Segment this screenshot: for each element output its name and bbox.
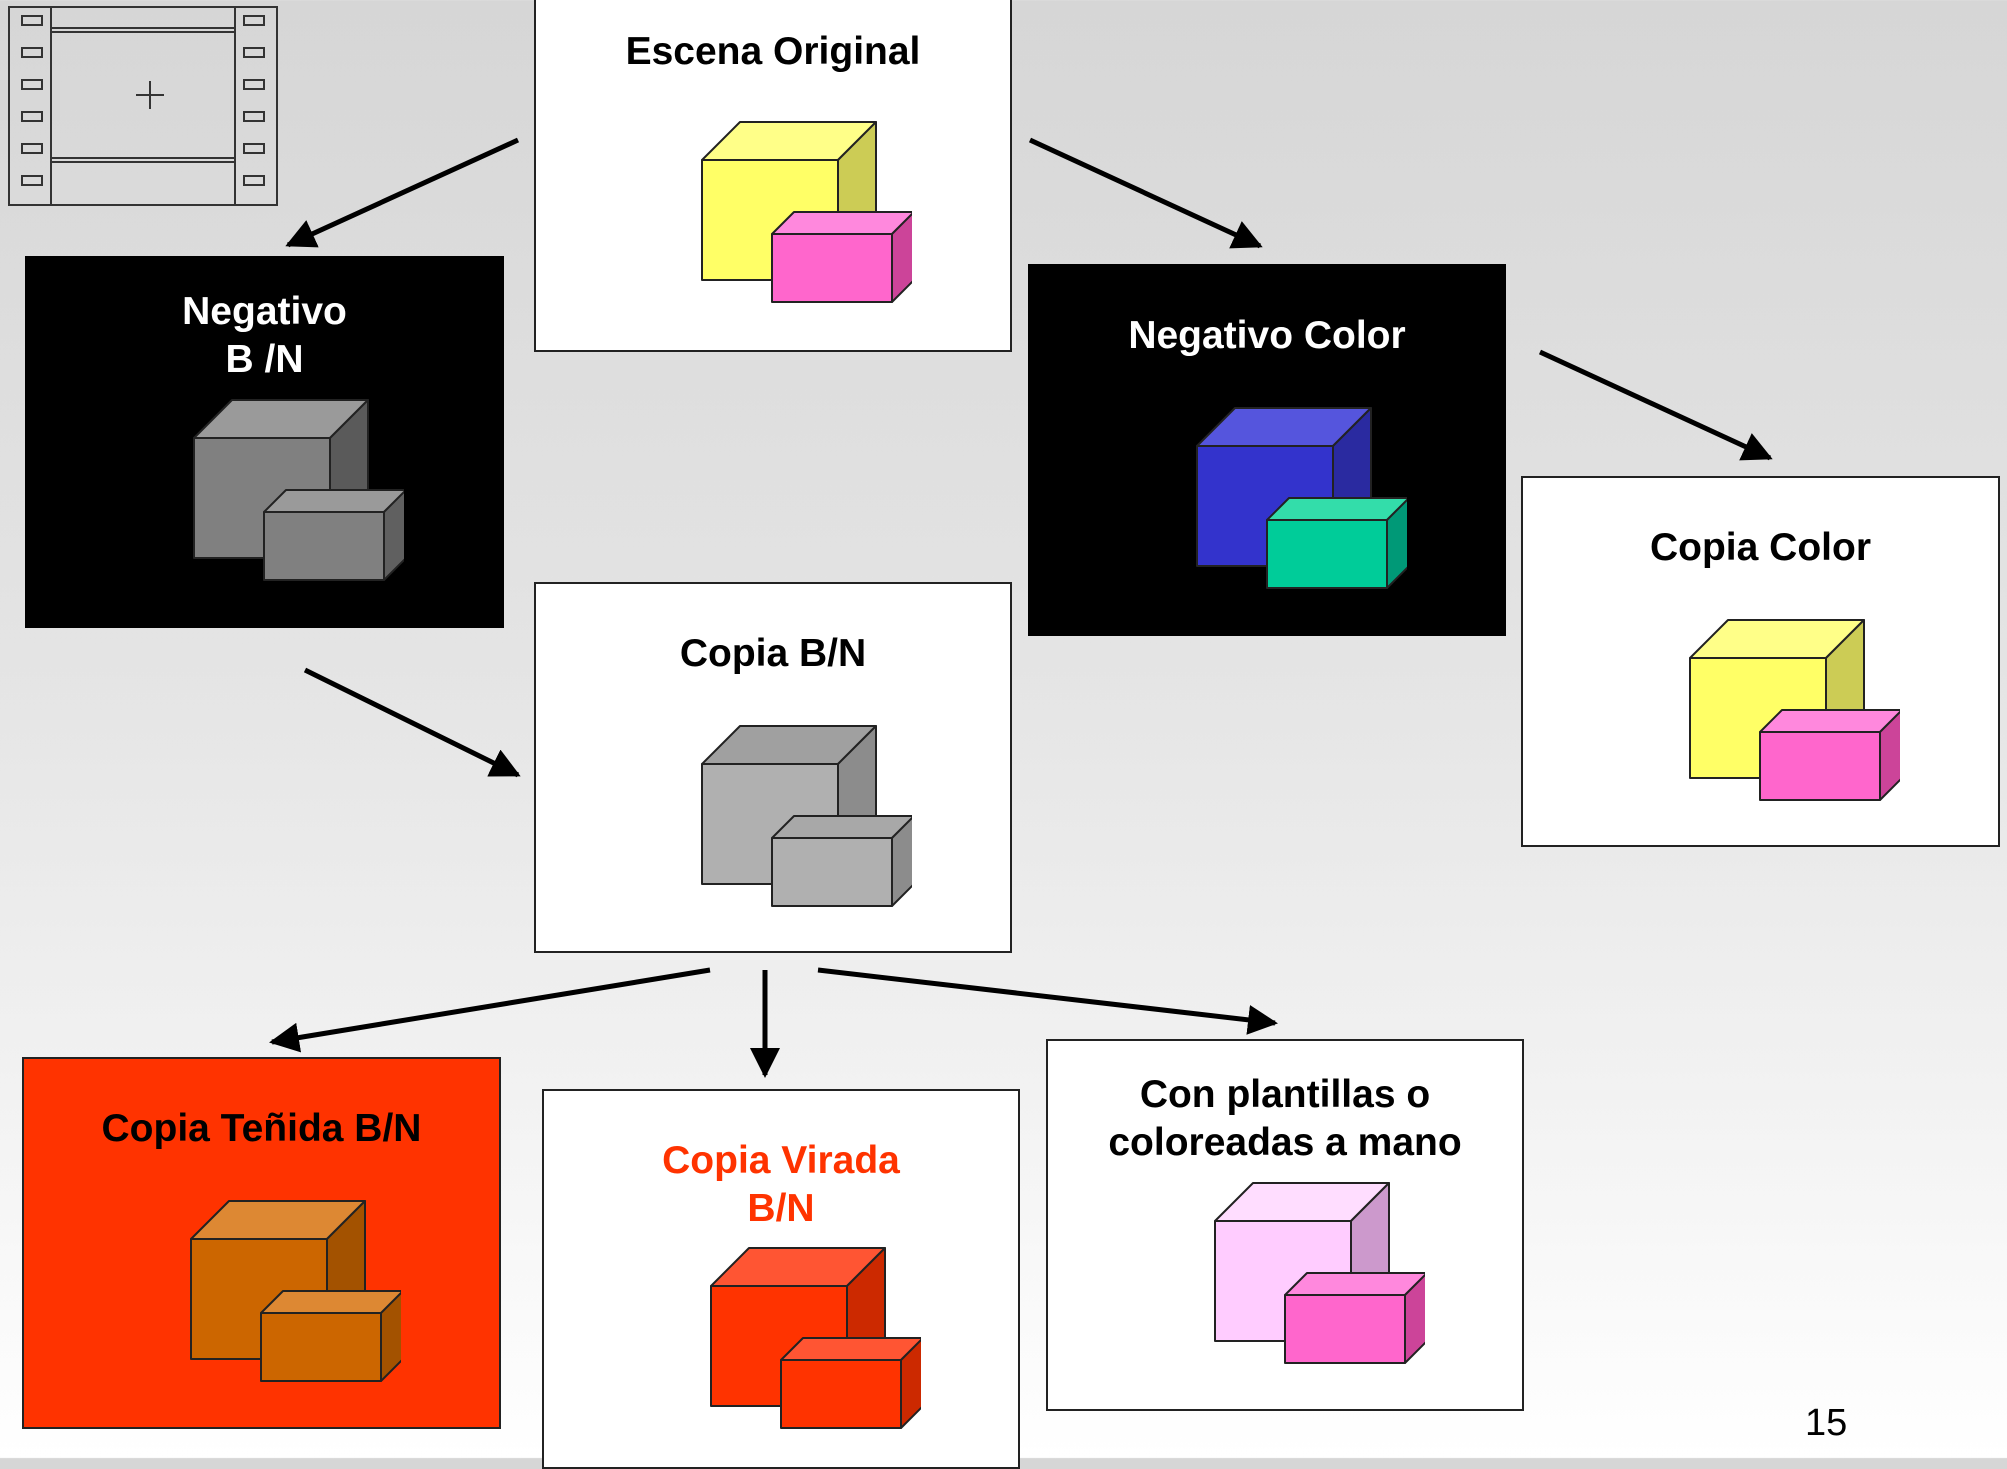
small-box-top-face — [263, 489, 404, 513]
cubes-illustration — [710, 1247, 921, 1429]
panel-title: Copia Teñida B/N — [101, 1107, 422, 1150]
small-box-top-face — [771, 815, 912, 839]
small-box-top-face — [780, 1337, 921, 1361]
small-box-front-face — [263, 511, 385, 581]
small-box-side-face — [891, 816, 912, 907]
page-number: 15 — [1805, 1402, 1848, 1444]
panel-title: Escena Original — [625, 30, 921, 73]
cubes-illustration — [190, 1200, 401, 1382]
small-box-front-face — [771, 233, 893, 303]
panel-negativo-bn: Negativo B /N — [25, 256, 504, 628]
small-box-side-face — [891, 212, 912, 303]
arrow-original-to-negativo-bn — [285, 137, 520, 248]
cubes-illustration — [1214, 1182, 1425, 1364]
small-box-side-face — [1404, 1273, 1425, 1364]
cubes-illustration — [701, 725, 912, 907]
panel-copia-virada-bn: Copia Virada B/N — [542, 1089, 1020, 1469]
small-box-top-face — [1266, 497, 1407, 521]
arrow-original-to-negativo-color — [1028, 137, 1263, 249]
cubes-illustration — [193, 399, 404, 581]
panel-title: Copia Virada B/N — [662, 1139, 900, 1230]
cubes-illustration — [701, 121, 912, 303]
arrow-negativo-color-to-copia-color — [1538, 349, 1773, 461]
small-box-front-face — [260, 1312, 382, 1382]
small-box-side-face — [383, 490, 404, 581]
panel-escena-original: Escena Original — [534, 0, 1012, 352]
small-box-top-face — [1759, 709, 1900, 733]
small-box-front-face — [1266, 519, 1388, 589]
arrow-copia-bn-to-tenida — [269, 967, 711, 1053]
panel-title: Copia B/N — [679, 632, 867, 675]
panel-copia-tenida-bn: Copia Teñida B/N — [22, 1057, 501, 1429]
small-box-front-face — [771, 837, 893, 907]
small-box-top-face — [260, 1290, 401, 1314]
panel-title: Negativo Color — [1128, 314, 1406, 357]
small-box-side-face — [1386, 498, 1407, 589]
small-box-front-face — [1759, 731, 1881, 801]
small-box-side-face — [1879, 710, 1900, 801]
arrow-negativo-bn-to-copia-bn — [303, 667, 521, 778]
panel-title: Negativo B /N — [182, 290, 347, 381]
small-box-top-face — [771, 211, 912, 235]
panel-title: Con plantillas o coloreadas a mano — [1108, 1073, 1462, 1164]
small-box-side-face — [380, 1291, 401, 1382]
film-strip-icon — [8, 6, 278, 206]
small-box-front-face — [780, 1359, 902, 1429]
cubes-illustration — [1689, 619, 1900, 801]
arrow-copia-bn-to-plantillas — [817, 967, 1278, 1035]
small-box-side-face — [900, 1338, 921, 1429]
small-box-top-face — [1284, 1272, 1425, 1296]
panel-title: Copia Color — [1650, 526, 1871, 569]
panel-negativo-color: Negativo Color — [1028, 264, 1506, 636]
panel-copia-bn: Copia B/N — [534, 582, 1012, 953]
panel-copia-color: Copia Color — [1521, 476, 2000, 847]
cubes-illustration — [1196, 407, 1407, 589]
small-box-front-face — [1284, 1294, 1406, 1364]
panel-con-plantillas: Con plantillas o coloreadas a mano — [1046, 1039, 1524, 1411]
